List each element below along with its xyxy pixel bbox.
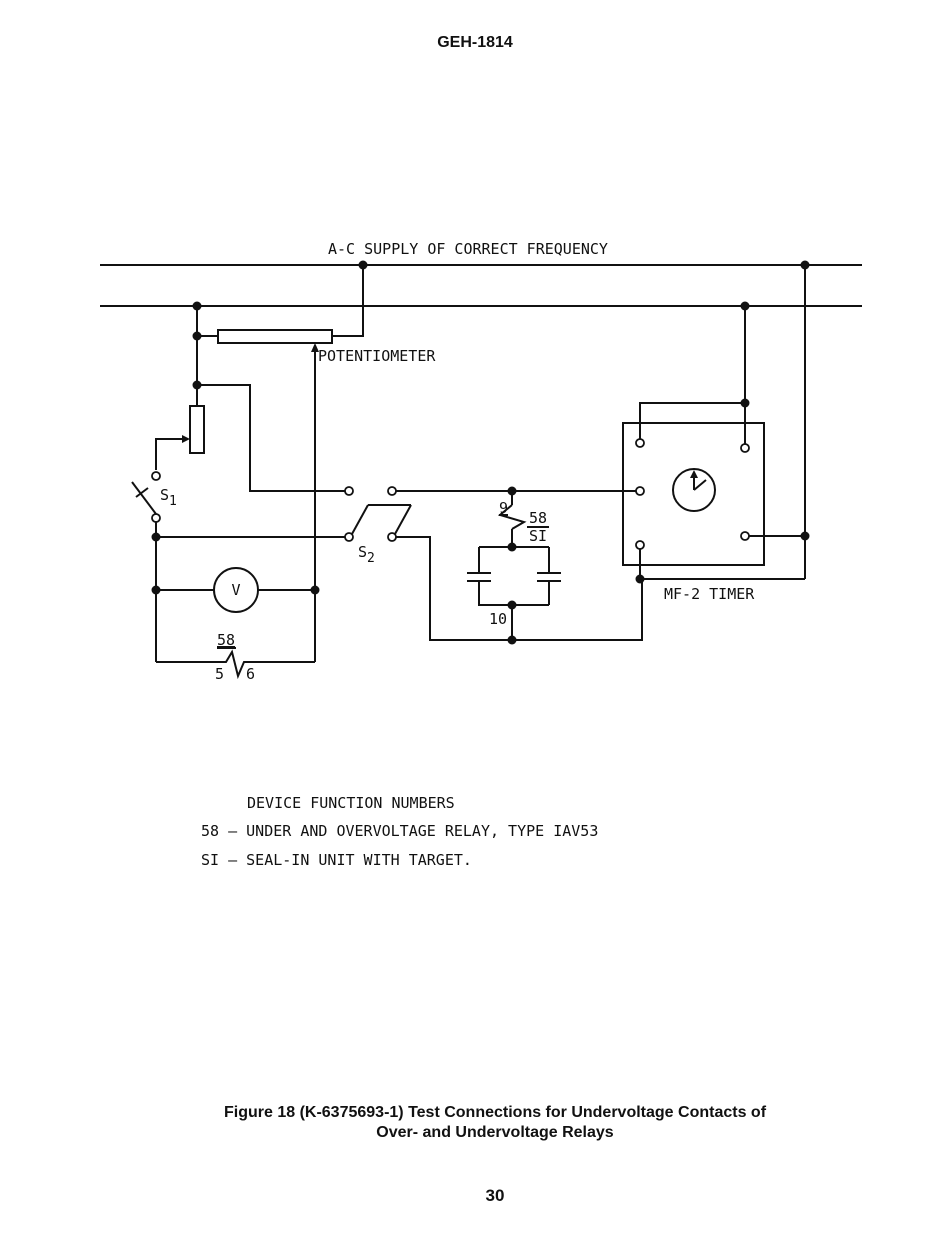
- voltmeter-label: V: [231, 581, 240, 599]
- potentiometer-label: POTENTIOMETER: [318, 347, 436, 365]
- timer-terminal-top-left: [636, 439, 644, 447]
- timer-terminal-top-right: [741, 444, 749, 452]
- si-terminal-10: 10: [489, 610, 507, 628]
- s2-return-wire: [396, 537, 642, 640]
- caption-line-1: Figure 18 (K-6375693-1) Test Connections…: [0, 1103, 950, 1123]
- timer-terminal-bottom-right: [741, 532, 749, 540]
- supply-label: A-C SUPPLY OF CORRECT FREQUENCY: [328, 240, 608, 258]
- pot-left-wire: [197, 306, 218, 336]
- timer-clock-hand-2: [694, 480, 706, 490]
- s2-terminal-2: [388, 487, 396, 495]
- legend-title: DEVICE FUNCTION NUMBERS: [247, 794, 455, 812]
- relay-left-terminal-5: 5: [215, 665, 224, 683]
- rheostat-wiper-wire: [156, 439, 186, 470]
- s1-label: S1: [160, 486, 177, 509]
- relay-left-device-label: 58: [217, 631, 235, 649]
- caption-line-2: Over- and Undervoltage Relays: [0, 1123, 950, 1143]
- s2-terminal-3: [345, 533, 353, 541]
- mf2-timer-label: MF-2 TIMER: [664, 585, 755, 603]
- s2-label: S2: [358, 543, 375, 566]
- s2-blade-left: [352, 505, 368, 534]
- timer-clock-arrow: [690, 470, 698, 478]
- legend-item-si: SI – SEAL-IN UNIT WITH TARGET.: [201, 851, 472, 869]
- s1-terminal-top: [152, 472, 160, 480]
- rheostat: [190, 406, 204, 453]
- legend-item-58: 58 – UNDER AND OVERVOLTAGE RELAY, TYPE I…: [201, 822, 598, 840]
- s1-terminal-bottom: [152, 514, 160, 522]
- s2-terminal-4: [388, 533, 396, 541]
- timer-terminal-mid-left: [636, 487, 644, 495]
- si-unit-label: SI: [529, 527, 547, 545]
- rheostat-wiper-arrow: [182, 435, 190, 443]
- si-device-label: 58: [529, 509, 547, 527]
- relay-58-coil: [156, 652, 315, 676]
- pot-supply-wire: [332, 265, 363, 336]
- timer-terminal-bottom-left: [636, 541, 644, 549]
- s1-blade: [132, 482, 156, 514]
- s2-blade-right: [395, 505, 411, 534]
- potentiometer-resistor: [218, 330, 332, 343]
- relay-left-terminal-6: 6: [246, 665, 255, 683]
- timer-jumper-wire: [640, 403, 745, 439]
- s2-upper-feed-wire: [197, 385, 345, 491]
- s2-terminal-1: [345, 487, 353, 495]
- figure-caption: Figure 18 (K-6375693-1) Test Connections…: [0, 1103, 950, 1143]
- page-number: 30: [0, 1186, 950, 1206]
